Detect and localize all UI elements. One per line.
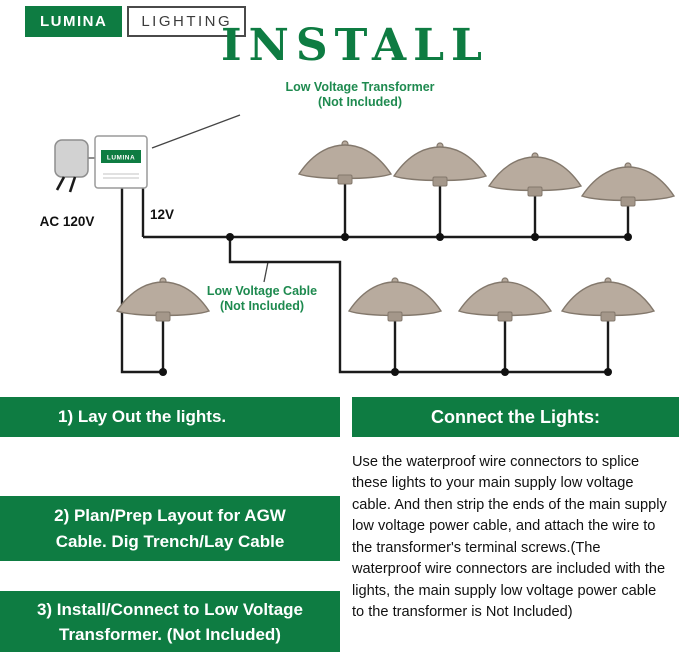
- step-2-line1: 2) Plan/Prep Layout for AGW: [54, 505, 286, 525]
- step-3-line1: 3) Install/Connect to Low Voltage: [36, 599, 304, 619]
- junction-dot: [531, 233, 539, 241]
- wire-junction-dots: [159, 233, 632, 376]
- cable-label-line2: (Not Included): [219, 299, 304, 313]
- path-light-icon: [561, 277, 655, 322]
- plug-prong: [55, 176, 66, 191]
- step-2-line2: Cable. Dig Trench/Lay Cable: [55, 531, 285, 551]
- step-3-bar: 3) Install/Connect to Low Voltage Transf…: [0, 591, 340, 652]
- junction-dot: [341, 233, 349, 241]
- junction-dot: [604, 368, 612, 376]
- path-light-icon: [488, 152, 582, 197]
- step-3-line2: Transformer. (Not Included): [59, 624, 281, 644]
- path-light-icon: [458, 277, 552, 322]
- transformer-brand-text: LUMINA: [107, 155, 135, 162]
- path-light-icon: [298, 140, 392, 185]
- transformer-label-line1: Low Voltage Transformer: [285, 80, 435, 94]
- path-light-icon: [348, 277, 442, 322]
- transformer-icon: LUMINA: [94, 135, 148, 189]
- transformer-label-line2: (Not Included): [317, 95, 402, 109]
- transformer-leader-line: [151, 114, 241, 149]
- brand-lighting-label: LIGHTING: [127, 6, 247, 37]
- junction-dot: [226, 233, 234, 241]
- connect-lights-header: Connect the Lights:: [352, 397, 679, 437]
- voltage-12v-label: 12V: [150, 207, 175, 222]
- junction-dot: [391, 368, 399, 376]
- path-light-icon: [393, 142, 487, 187]
- ac-120v-label: AC 120V: [39, 214, 95, 229]
- plug-prong: [68, 176, 77, 193]
- junction-dot: [436, 233, 444, 241]
- step-1-bar: 1) Lay Out the lights.: [0, 397, 340, 437]
- cable-label-line1: Low Voltage Cable: [206, 284, 318, 298]
- plug-head: [54, 139, 89, 178]
- junction-dot: [501, 368, 509, 376]
- transformer-vents: [103, 173, 139, 179]
- path-light-icon: [116, 277, 210, 322]
- wire-left-run: [120, 188, 163, 374]
- wiring-diagram: LUMINA: [54, 114, 675, 376]
- page-title: INSTALL: [221, 20, 489, 71]
- connect-lights-title: Connect the Lights:: [431, 406, 600, 427]
- transformer-label: Low Voltage Transformer (Not Included): [250, 80, 470, 110]
- low-voltage-wires: [120, 182, 630, 374]
- path-light-icon: [581, 162, 675, 207]
- connect-lights-instructions: Use the waterproof wire connectors to sp…: [352, 454, 667, 621]
- wire-bottom-rail: [228, 237, 608, 374]
- brand-lumina-label: LUMINA: [25, 6, 123, 37]
- junction-dot: [624, 233, 632, 241]
- brand-logo: LUMINA LIGHTING: [25, 6, 247, 37]
- junction-dot: [159, 368, 167, 376]
- transformer-brand-strip: [101, 150, 141, 163]
- cable-label: Low Voltage Cable (Not Included): [172, 284, 352, 314]
- ac-plug-icon: [54, 139, 95, 193]
- step-1-text: 1) Lay Out the lights.: [58, 407, 227, 426]
- step-2-bar: 2) Plan/Prep Layout for AGW Cable. Dig T…: [0, 496, 340, 561]
- cable-leader-line: [263, 261, 269, 283]
